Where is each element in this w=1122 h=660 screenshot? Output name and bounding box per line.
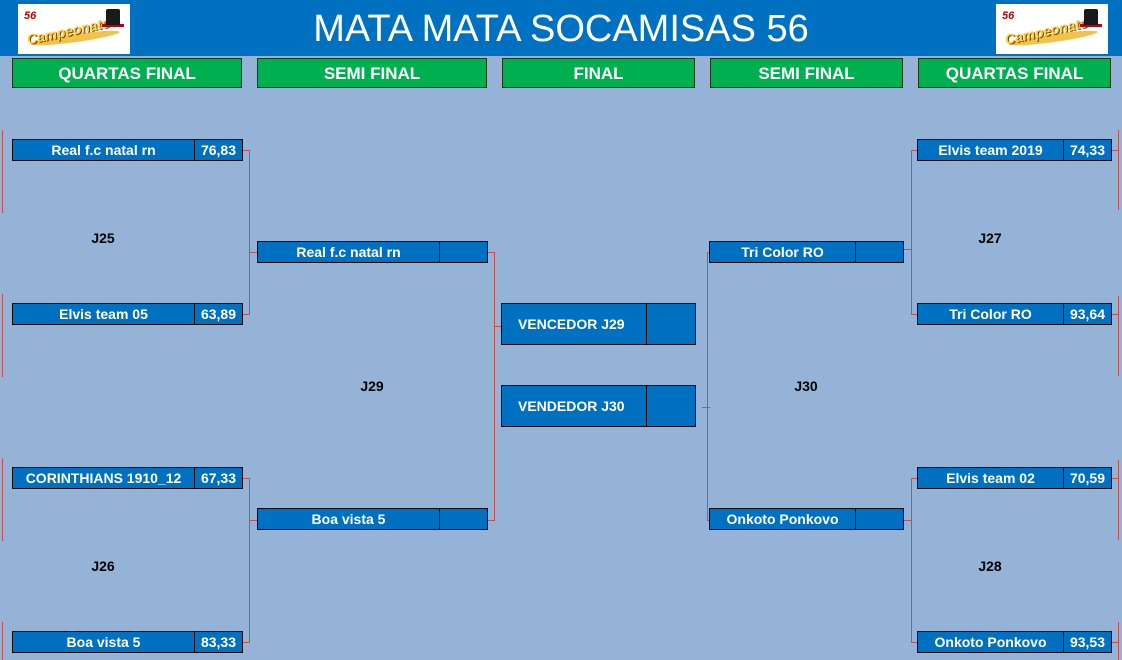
left-logo: 56 Campeonatos bbox=[18, 4, 130, 54]
team-name: Elvis team 05 bbox=[59, 306, 148, 322]
match-label: J28 bbox=[978, 558, 1002, 574]
connector-line bbox=[1118, 296, 1119, 376]
team-score bbox=[855, 242, 903, 262]
team-score: 83,33 bbox=[194, 632, 242, 652]
connector-line bbox=[903, 520, 912, 521]
connector-line bbox=[702, 407, 710, 408]
final-name: VENCEDOR J29 bbox=[518, 316, 625, 332]
team-score bbox=[439, 242, 487, 262]
team-name: Elvis team 02 bbox=[946, 470, 1035, 486]
connector-line bbox=[494, 326, 502, 327]
match-label: J25 bbox=[91, 230, 115, 246]
connector-line bbox=[487, 520, 495, 521]
connector-line bbox=[1118, 130, 1119, 210]
header-bar bbox=[0, 0, 1122, 56]
final-score bbox=[646, 304, 695, 344]
stage-final: FINAL bbox=[502, 58, 695, 88]
team-slot[interactable]: CORINTHIANS 1910_12 67,33 bbox=[12, 467, 243, 489]
final-slot[interactable]: VENDEDOR J30 bbox=[501, 385, 696, 427]
connector-line bbox=[2, 130, 3, 213]
connector-line bbox=[707, 252, 710, 253]
team-name: Real f.c natal rn bbox=[296, 244, 401, 260]
connector-line bbox=[911, 314, 918, 315]
final-score bbox=[646, 386, 695, 426]
team-slot[interactable]: Boa vista 5 83,33 bbox=[12, 631, 243, 653]
stage-semi-left: SEMI FINAL bbox=[257, 58, 487, 88]
team-name: Boa vista 5 bbox=[66, 634, 141, 650]
connector-line bbox=[2, 622, 3, 660]
connector-line bbox=[1118, 460, 1119, 540]
team-score: 63,89 bbox=[194, 304, 242, 324]
team-name: Boa vista 5 bbox=[311, 511, 386, 527]
connector-line bbox=[1111, 642, 1119, 643]
team-name: Onkoto Ponkovo bbox=[934, 634, 1047, 650]
team-score: 70,59 bbox=[1063, 468, 1111, 488]
page-title: MATA MATA SOCAMISAS 56 bbox=[313, 8, 809, 50]
team-score bbox=[855, 509, 903, 529]
team-name: Tri Color RO bbox=[949, 306, 1032, 322]
team-slot[interactable]: Onkoto Ponkovo bbox=[709, 508, 904, 530]
connector-line bbox=[2, 458, 3, 541]
match-label: J30 bbox=[794, 378, 818, 394]
team-slot[interactable]: Real f.c natal rn bbox=[257, 241, 488, 263]
match-label: J27 bbox=[978, 230, 1002, 246]
connector-line bbox=[911, 478, 912, 643]
connector-line bbox=[249, 150, 250, 315]
connector-line bbox=[1118, 622, 1119, 660]
team-slot[interactable]: Tri Color RO bbox=[709, 241, 904, 263]
final-slot[interactable]: VENCEDOR J29 bbox=[501, 303, 696, 345]
connector-line bbox=[249, 478, 250, 643]
stage-quarters-right: QUARTAS FINAL bbox=[918, 58, 1111, 88]
connector-line bbox=[707, 252, 708, 521]
connector-line bbox=[903, 249, 912, 250]
team-slot[interactable]: Elvis team 05 63,89 bbox=[12, 303, 243, 325]
connector-line bbox=[911, 150, 912, 315]
connector-line bbox=[911, 478, 918, 479]
connector-line bbox=[242, 642, 250, 643]
team-slot[interactable]: Elvis team 2019 74,33 bbox=[917, 139, 1112, 161]
match-label: J26 bbox=[91, 558, 115, 574]
team-score bbox=[439, 509, 487, 529]
connector-line bbox=[911, 150, 918, 151]
team-slot[interactable]: Boa vista 5 bbox=[257, 508, 488, 530]
match-label: J29 bbox=[360, 378, 384, 394]
team-name: Onkoto Ponkovo bbox=[726, 511, 839, 527]
connector-line bbox=[242, 314, 250, 315]
right-logo: 56 Campeonatos bbox=[996, 4, 1108, 54]
connector-line bbox=[249, 520, 257, 521]
connector-line bbox=[707, 520, 710, 521]
connector-line bbox=[1111, 478, 1119, 479]
team-name: CORINTHIANS 1910_12 bbox=[25, 470, 182, 486]
final-name: VENDEDOR J30 bbox=[518, 398, 625, 414]
connector-line bbox=[2, 294, 3, 377]
connector-line bbox=[1111, 314, 1119, 315]
team-score: 67,33 bbox=[194, 468, 242, 488]
connector-line bbox=[1111, 150, 1119, 151]
connector-line bbox=[249, 252, 257, 253]
team-name: Real f.c natal rn bbox=[51, 142, 156, 158]
team-slot[interactable]: Elvis team 02 70,59 bbox=[917, 467, 1112, 489]
team-slot[interactable]: Tri Color RO 93,64 bbox=[917, 303, 1112, 325]
stage-semi-right: SEMI FINAL bbox=[710, 58, 903, 88]
team-score: 76,83 bbox=[194, 140, 242, 160]
team-slot[interactable]: Real f.c natal rn 76,83 bbox=[12, 139, 243, 161]
team-score: 93,64 bbox=[1063, 304, 1111, 324]
connector-line bbox=[242, 150, 250, 151]
team-name: Elvis team 2019 bbox=[938, 142, 1043, 158]
team-slot[interactable]: Onkoto Ponkovo 93,53 bbox=[917, 631, 1112, 653]
connector-line bbox=[242, 478, 250, 479]
team-score: 93,53 bbox=[1063, 632, 1111, 652]
connector-line bbox=[911, 642, 918, 643]
connector-line bbox=[494, 252, 495, 521]
team-score: 74,33 bbox=[1063, 140, 1111, 160]
connector-line bbox=[487, 252, 495, 253]
stage-quarters-left: QUARTAS FINAL bbox=[12, 58, 242, 88]
team-name: Tri Color RO bbox=[741, 244, 824, 260]
